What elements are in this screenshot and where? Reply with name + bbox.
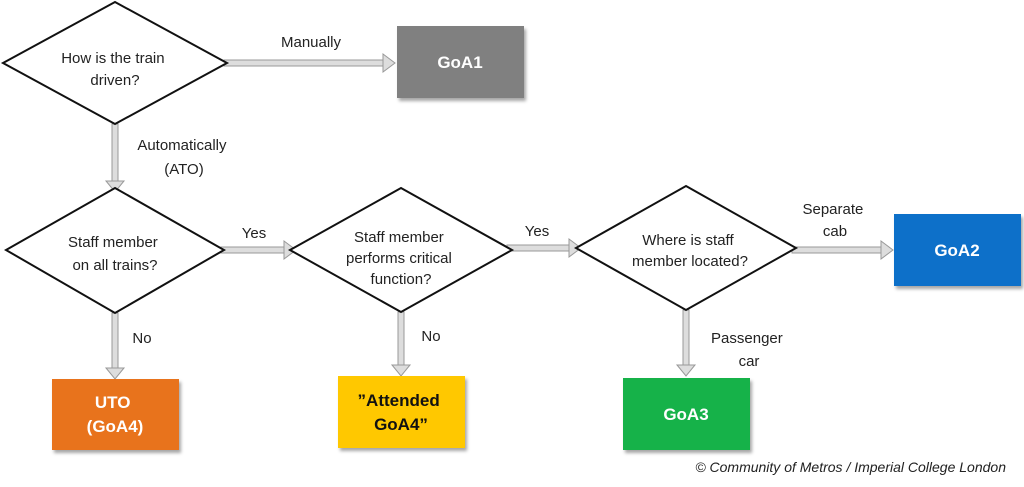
decision-staff-on-all-line-1: Staff member bbox=[68, 234, 158, 251]
outcome-uto-line-2: (GoA4) bbox=[87, 417, 144, 436]
decision-staff-location-line-2: member located? bbox=[632, 253, 748, 270]
decision-critical-function-line-1: Staff member bbox=[354, 229, 444, 246]
outcome-goa3: GoA3 bbox=[623, 378, 750, 450]
edge-label-passenger-car-line-2: car bbox=[739, 353, 760, 370]
outcome-goa3-text: GoA3 bbox=[663, 405, 708, 424]
decision-staff-on-all-trains: Staff member on all trains? bbox=[3, 186, 227, 315]
edge-label-passenger-car-line-1: Passenger bbox=[711, 330, 783, 347]
decision-staff-location-text: Where is staff member located? bbox=[632, 232, 748, 270]
edge-label-no-1-line-1: No bbox=[132, 330, 151, 347]
outcome-goa1-line-1: GoA1 bbox=[437, 53, 482, 72]
outcome-attended-goa4-line-2: GoA4” bbox=[374, 415, 428, 434]
outcome-uto: UTO (GoA4) bbox=[52, 379, 179, 450]
outcome-uto-text: UTO (GoA4) bbox=[87, 393, 144, 436]
edge-label-automatically: Automatically (ATO) bbox=[137, 137, 230, 178]
decision-train-driven: How is the train driven? bbox=[0, 0, 230, 126]
decision-staff-on-all-line-2: on all trains? bbox=[72, 257, 157, 274]
outcome-goa1-box bbox=[397, 26, 524, 98]
arrow-driven-to-staff-on-all bbox=[104, 123, 126, 193]
arrow-staff-on-all-to-critical bbox=[220, 240, 297, 260]
decision-staff-location-line-1: Where is staff bbox=[642, 232, 734, 249]
decision-staff-on-all-text: Staff member on all trains? bbox=[68, 234, 162, 274]
edge-label-yes-1: Yes bbox=[242, 225, 266, 242]
arrow-location-to-goa2 bbox=[791, 240, 894, 260]
arrow-driven-to-goa1 bbox=[223, 53, 396, 73]
outcome-attended-goa4-text: ”Attended GoA4” bbox=[358, 391, 445, 434]
edge-label-separate-cab: Separate cab bbox=[802, 201, 867, 240]
decision-critical-function: Staff member performs critical function? bbox=[287, 186, 515, 314]
arrow-staff-on-all-to-uto bbox=[104, 312, 126, 380]
decision-train-driven-text: How is the train driven? bbox=[61, 50, 169, 89]
arrow-critical-to-attended-goa4 bbox=[390, 311, 412, 377]
outcome-goa3-box bbox=[623, 378, 750, 450]
outcome-goa1: GoA1 bbox=[397, 26, 524, 98]
edge-label-passenger-car: Passenger car bbox=[711, 330, 787, 370]
decision-staff-location: Where is staff member located? bbox=[573, 184, 799, 312]
edge-label-automatically-line-2: (ATO) bbox=[164, 161, 203, 178]
edge-label-yes-2-line-1: Yes bbox=[525, 223, 549, 240]
outcome-goa1-text: GoA1 bbox=[437, 53, 482, 72]
edge-label-separate-cab-line-1: Separate bbox=[802, 201, 863, 218]
outcome-goa2-line-1: GoA2 bbox=[934, 241, 979, 260]
decision-train-driven-line-1: How is the train bbox=[61, 50, 164, 67]
outcome-goa3-line-1: GoA3 bbox=[663, 405, 708, 424]
outcome-uto-line-1: UTO bbox=[95, 393, 131, 412]
decision-critical-function-line-3: function? bbox=[371, 271, 432, 288]
edge-label-automatically-line-1: Automatically bbox=[137, 137, 227, 154]
edge-label-yes-1-line-1: Yes bbox=[242, 225, 266, 242]
decision-critical-function-line-2: performs critical bbox=[346, 250, 452, 267]
edge-label-manually-line-1: Manually bbox=[281, 34, 342, 51]
edge-label-no-2: No bbox=[421, 328, 440, 345]
outcome-goa2-box bbox=[894, 214, 1021, 286]
decision-train-driven-line-2: driven? bbox=[90, 72, 139, 89]
edge-label-no-1: No bbox=[132, 330, 151, 347]
copyright-credit: © Community of Metros / Imperial College… bbox=[695, 459, 1006, 475]
edge-label-separate-cab-line-2: cab bbox=[823, 223, 847, 240]
outcome-goa2-text: GoA2 bbox=[934, 241, 979, 260]
connectors bbox=[104, 53, 894, 380]
arrow-critical-to-location bbox=[506, 238, 582, 258]
edge-label-manually: Manually bbox=[281, 34, 342, 51]
outcome-attended-goa4: ”Attended GoA4” bbox=[338, 376, 465, 448]
outcome-attended-goa4-line-1: ”Attended bbox=[358, 391, 440, 410]
outcome-attended-goa4-box bbox=[338, 376, 465, 448]
edge-label-no-2-line-1: No bbox=[421, 328, 440, 345]
outcome-goa2: GoA2 bbox=[894, 214, 1021, 286]
outcome-uto-box bbox=[52, 379, 179, 450]
arrow-location-to-goa3 bbox=[675, 309, 697, 377]
decision-critical-function-text: Staff member performs critical function? bbox=[346, 229, 456, 288]
edge-label-yes-2: Yes bbox=[525, 223, 549, 240]
